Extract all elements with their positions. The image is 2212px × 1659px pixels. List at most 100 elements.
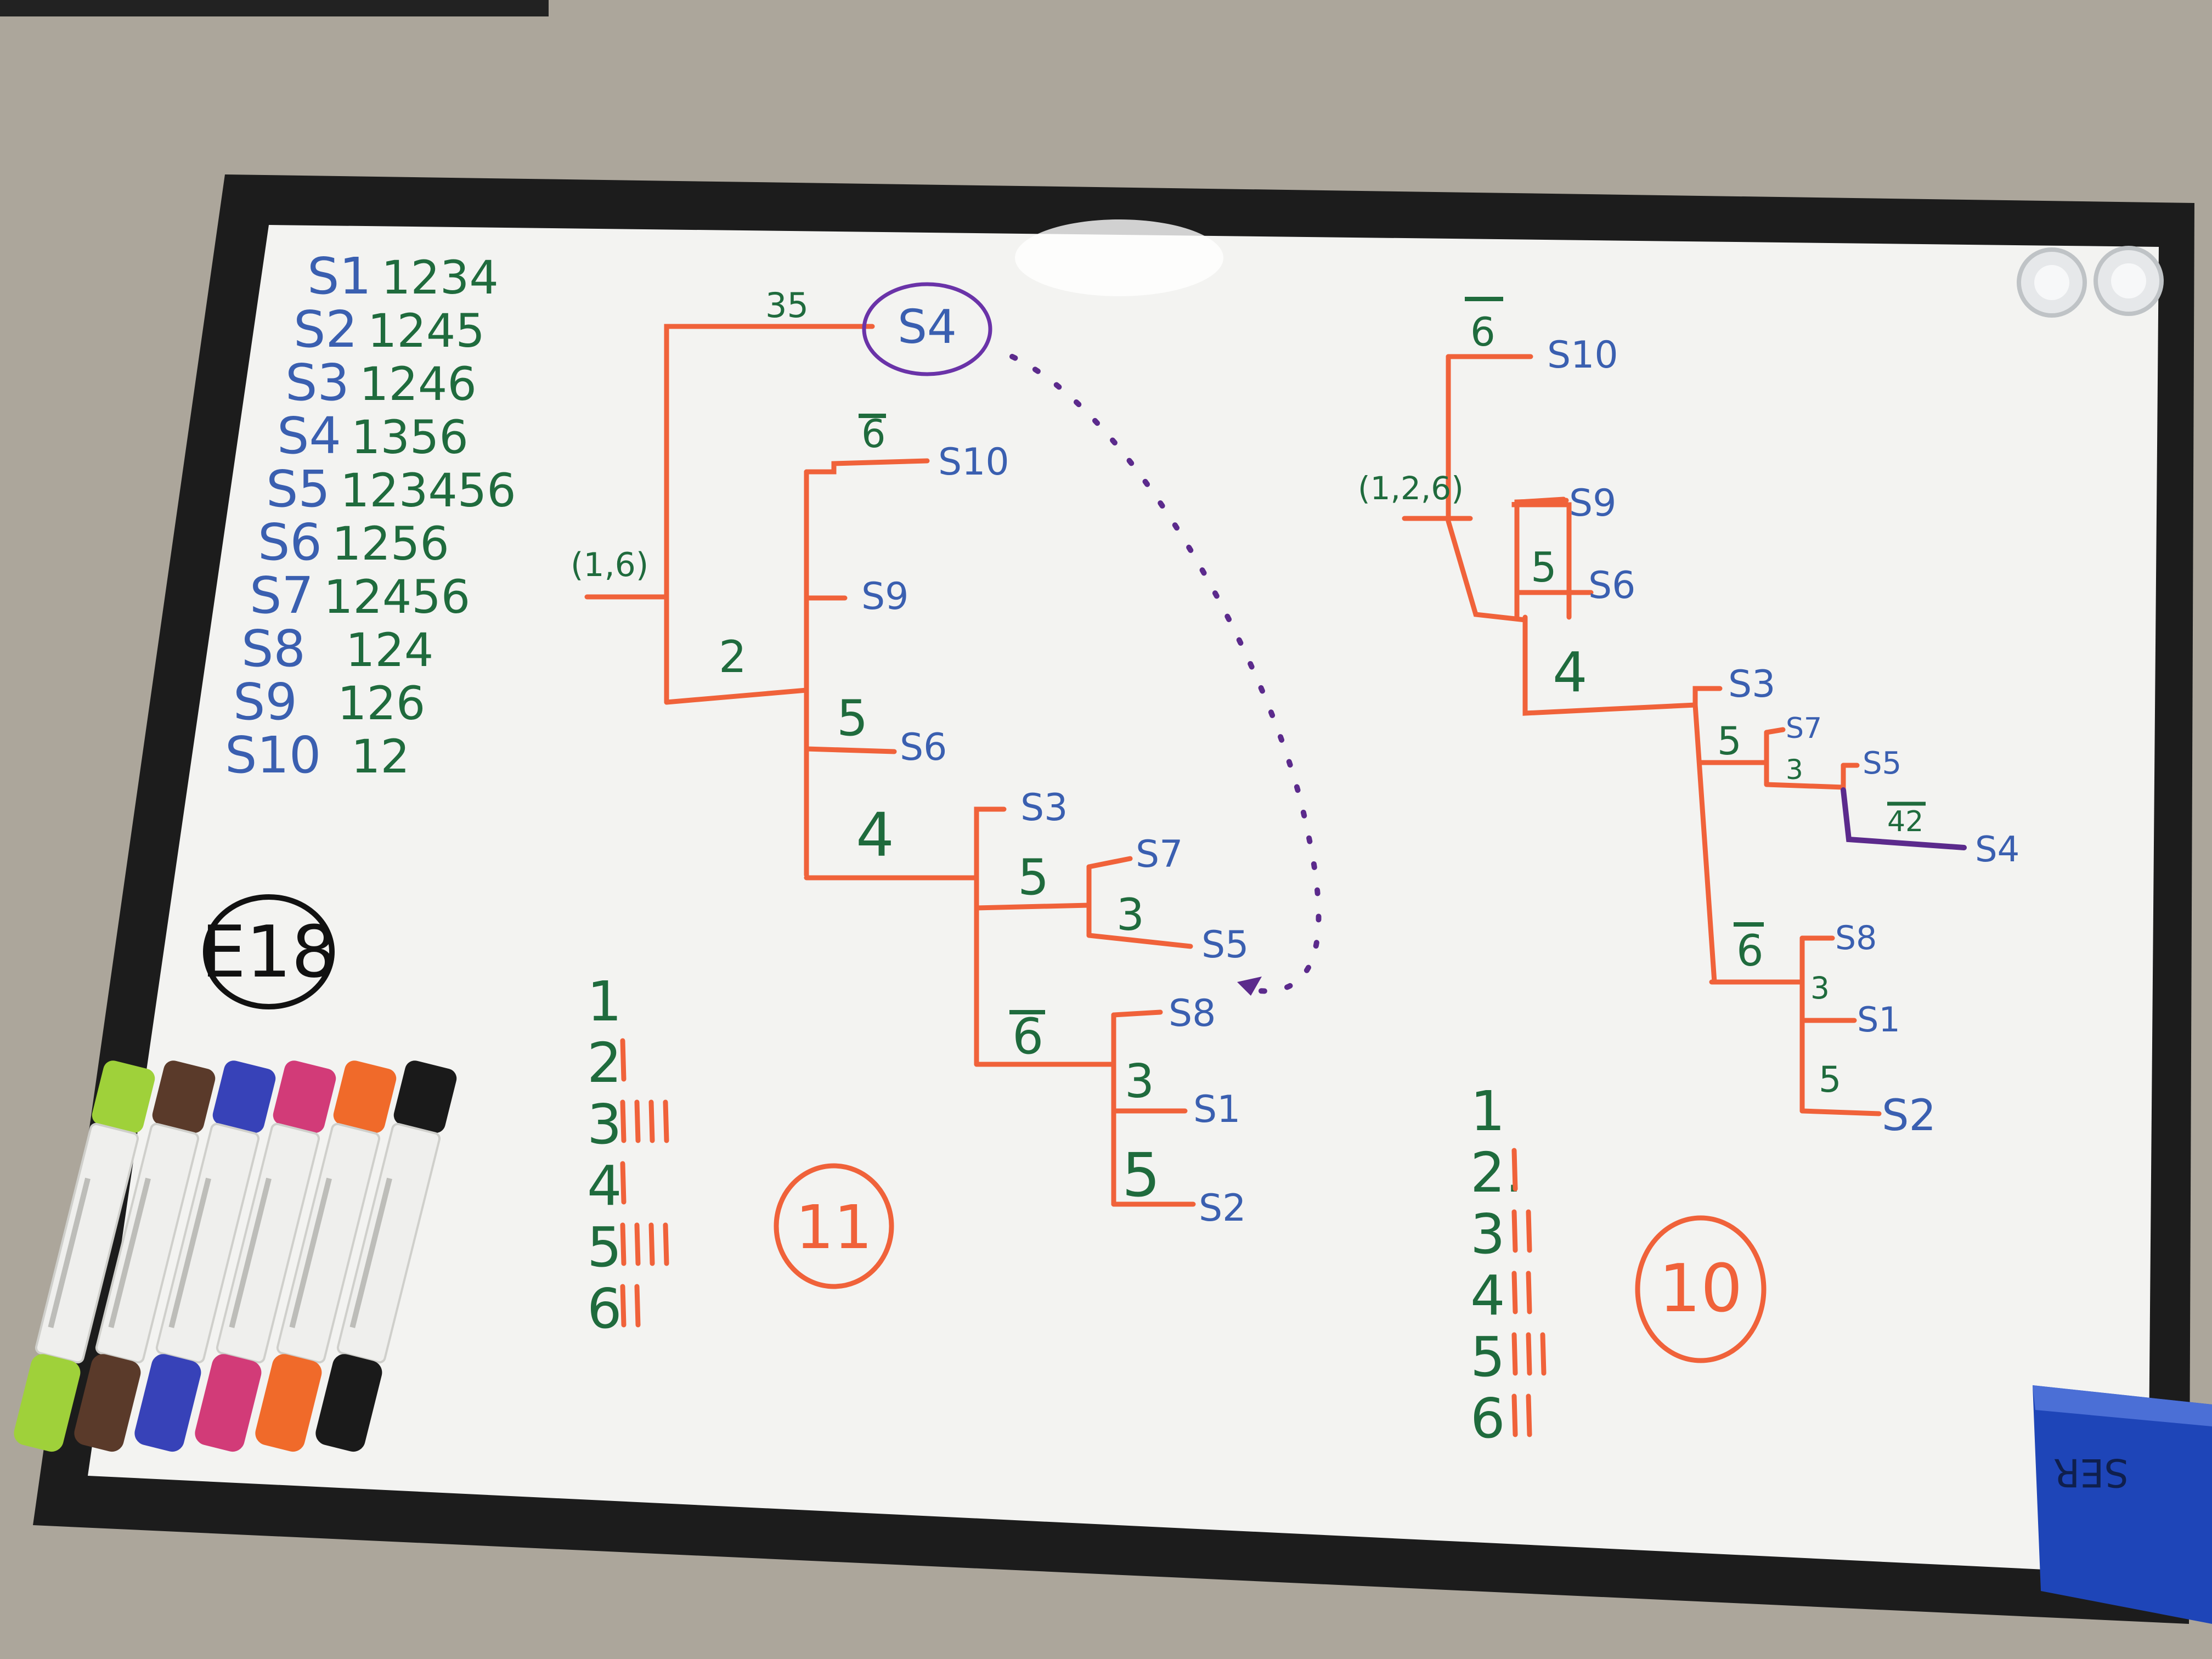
tree1-label-5c: 5 (1122, 1140, 1160, 1210)
tree1-label-5b: 5 (1018, 849, 1049, 906)
tree2-s4-edge (1841, 787, 1967, 850)
tree1-label-6b: 6 (1012, 1008, 1043, 1065)
tree1-s3-edge (974, 806, 1007, 881)
tree1-leaf-s5: S5 (1201, 923, 1249, 967)
tree2-s7-edge (1764, 727, 1786, 735)
tree1-label-4: 4 (856, 800, 894, 870)
tree2-leaf-s9: S9 (1569, 482, 1616, 525)
tally-mark (620, 1099, 627, 1143)
whiteboard-surface (88, 225, 2159, 1575)
eraser[interactable]: SER (2033, 1385, 2212, 1624)
tally-mark (648, 1222, 655, 1266)
tree2-root-label: (1,2,6) (1358, 470, 1464, 507)
species-characters: 1245 (368, 304, 485, 358)
species-name: S3 (285, 353, 349, 412)
tree1-root-label: (1,6) (571, 546, 648, 584)
species-characters: 1246 (359, 357, 477, 411)
tally-mark (663, 1222, 669, 1266)
badge-text: E18 (201, 910, 337, 994)
tree2-label-3b: 3 (1810, 970, 1830, 1006)
tree2-total-circle (1635, 1215, 1767, 1363)
species-name: S7 (250, 566, 314, 625)
species-name: S5 (266, 460, 330, 518)
dry-erase-marker[interactable] (10, 1058, 157, 1454)
dry-erase-marker[interactable] (131, 1058, 278, 1454)
tree2-label-5b: 5 (1717, 719, 1742, 764)
tally-mark (634, 1222, 641, 1266)
tree1-s4-branch-label: 35 (765, 285, 809, 325)
tree1-s8-edge (1111, 1009, 1163, 1018)
tally-number: 2 (587, 1031, 622, 1095)
species-name: S10 (225, 726, 321, 785)
species-name: S8 (241, 619, 306, 678)
dry-erase-marker[interactable] (191, 1058, 338, 1454)
tally-number: 5 (587, 1215, 622, 1279)
dry-erase-marker[interactable] (252, 1058, 398, 1454)
species-characters: 12 (351, 730, 410, 783)
tree1-label-2: 2 (719, 631, 747, 682)
tally-mark (1511, 1209, 1518, 1253)
tally-mark (620, 1038, 627, 1082)
tally-mark (1511, 1271, 1518, 1314)
tree1-s4-label: S4 (898, 300, 957, 354)
tally-mark (1526, 1393, 1532, 1437)
tree1-leaf-s9: S9 (861, 575, 909, 618)
tree2-label-5c: 5 (1819, 1059, 1841, 1101)
tree1-leaf-s2: S2 (1199, 1187, 1246, 1230)
tree1-move-arrow (1009, 354, 1322, 994)
tree2-total: 10 (1659, 1251, 1743, 1327)
tree1-label-6: 6 (861, 411, 886, 456)
species-characters: 1256 (332, 517, 449, 571)
tree1-s5-edge (1086, 933, 1193, 949)
tree1-branch-2 (664, 687, 809, 705)
species-characters: 1234 (381, 251, 499, 304)
tree2-leaf-s1: S1 (1857, 1000, 1900, 1040)
tally-number: 3 (587, 1092, 622, 1156)
tally-number: 6 (587, 1277, 622, 1341)
tree1-leaf-s1: S1 (1193, 1088, 1240, 1131)
species-characters: 124 (346, 623, 433, 677)
tree1-leaf-s8: S8 (1169, 992, 1216, 1035)
eraser-label: SER (2053, 1450, 2129, 1495)
tally-number: 4 (587, 1154, 622, 1218)
tally-mark (620, 1222, 627, 1266)
tally-mark (620, 1161, 627, 1205)
tree2-tallies: 12.3456 (1470, 1079, 1547, 1451)
species-name: S2 (294, 300, 358, 359)
dry-erase-marker[interactable] (71, 1058, 217, 1454)
tree2-label-3a: 3 (1786, 754, 1803, 786)
tally-mark (648, 1099, 655, 1143)
tally-mark (1526, 1271, 1532, 1314)
tree-2 (1402, 354, 1882, 1116)
tree1-total: 11 (795, 1192, 872, 1262)
species-name: S1 (307, 247, 371, 306)
tree2-label-5: 5 (1531, 543, 1557, 591)
tree1-tallies: 123456 (587, 969, 669, 1341)
tree2-s6-edge (1514, 502, 1594, 595)
species-characters: 1356 (351, 410, 469, 464)
tree-1 (584, 324, 1196, 1207)
tally-number: 4 (1470, 1263, 1505, 1328)
tree1-total-circle (774, 1163, 894, 1289)
tree2-s9-edge (1514, 498, 1569, 507)
tally-mark (1540, 1332, 1547, 1376)
tree1-s6-edge (804, 746, 897, 754)
tally-mark (1511, 1148, 1518, 1192)
arrow-head (1237, 977, 1262, 996)
species-name: S9 (233, 673, 297, 731)
tree2-leaf-s6: S6 (1588, 564, 1635, 607)
tally-number: 1 (1470, 1079, 1505, 1143)
tally-mark (634, 1284, 641, 1328)
species-characters: 123456 (340, 464, 516, 517)
tree1-label-3b: 3 (1125, 1054, 1154, 1109)
tree1-s7-edge (1086, 856, 1133, 870)
tree2-leaf-s3: S3 (1728, 663, 1775, 706)
tree1-s4-circle (862, 282, 992, 376)
tree2-leaf-s2: S2 (1882, 1091, 1936, 1141)
tree2-leaf-s7: S7 (1786, 712, 1822, 745)
tally-number: 6 (1470, 1386, 1505, 1451)
tree1-s10-edge (804, 458, 930, 475)
tree2-label-42: 42 (1887, 805, 1923, 838)
dry-erase-marker[interactable] (312, 1058, 459, 1454)
